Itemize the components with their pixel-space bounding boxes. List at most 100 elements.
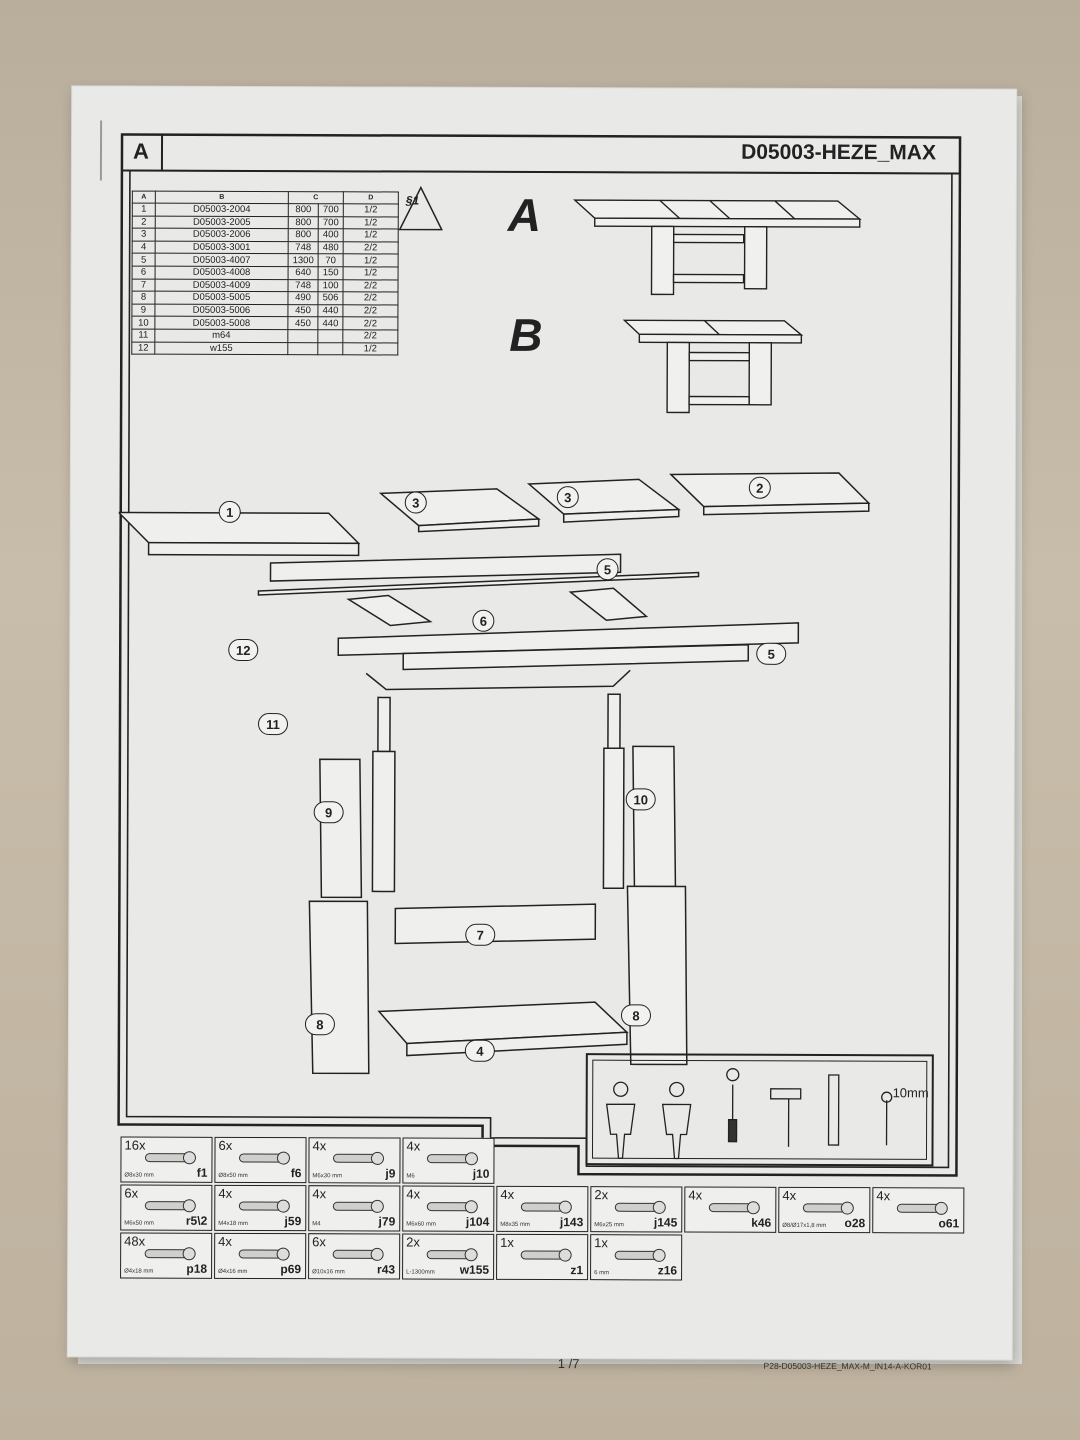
hardware-qty: 16x — [124, 1137, 146, 1153]
warning-triangle — [398, 185, 443, 231]
parts-table-cell: 2/2 — [342, 304, 398, 318]
part-number-callout: 11 — [257, 713, 289, 736]
parts-table-cell: 4 — [132, 240, 156, 254]
hardware-qty: 4x — [876, 1188, 891, 1204]
parts-table-cell: 640 — [288, 266, 319, 280]
parts-table-cell: 2/2 — [343, 241, 399, 255]
hardware-code: w155 — [459, 1262, 490, 1277]
parts-table-cell: 748 — [288, 241, 319, 255]
part-number-callout: 2 — [748, 476, 771, 499]
hardware-icon — [614, 1248, 666, 1262]
hardware-size: Ø8/Ø17x1,8 mm — [782, 1222, 827, 1229]
hardware-size: M6 — [406, 1173, 415, 1180]
parts-table-cell: 800 — [288, 216, 319, 229]
hardware-qty: 4x — [406, 1186, 421, 1202]
col-header: B — [155, 191, 289, 204]
hardware-icon — [238, 1199, 290, 1213]
col-header: C — [288, 191, 344, 204]
hardware-icon — [520, 1248, 572, 1262]
hardware-qty: 4x — [688, 1187, 703, 1203]
parts-table-cell: 800 — [288, 228, 319, 242]
hardware-code: j10 — [472, 1166, 490, 1181]
parts-table-cell: D05003-5005 — [154, 291, 289, 305]
part-number-callout: 8 — [304, 1013, 335, 1036]
parts-table-cell: 3 — [132, 228, 156, 241]
hardware-code: j79 — [378, 1214, 396, 1229]
hardware-qty: 2x — [594, 1187, 609, 1203]
hardware-size: M4x18 mm — [218, 1220, 248, 1227]
hardware-qty: 6x — [312, 1234, 326, 1250]
parts-table-header: A B C D — [132, 191, 399, 204]
page-number: 1 /7 — [557, 1356, 580, 1372]
parts-table-cell: 11 — [131, 329, 155, 342]
hardware-icon — [426, 1152, 478, 1166]
parts-table-cell: 700 — [318, 203, 344, 217]
part-number-callout: 3 — [556, 486, 579, 509]
warning-badge: §1 — [405, 193, 420, 208]
parts-table-cell: 400 — [318, 228, 344, 242]
parts-table-cell — [287, 342, 318, 355]
part-number-callout: 7 — [465, 923, 496, 946]
frame-border — [116, 133, 962, 1177]
part-number-callout: 6 — [472, 609, 495, 632]
exploded-view — [116, 472, 871, 1075]
hardware-qty: 4x — [406, 1138, 421, 1154]
hardware-icon — [332, 1151, 384, 1165]
parts-table-cell: 8 — [131, 291, 156, 304]
hardware-size: M6x25 mm — [594, 1222, 624, 1229]
parts-table-cell: 490 — [287, 291, 319, 305]
parts-table-cell: 2/2 — [343, 279, 399, 293]
hardware-size: M8x35 mm — [500, 1221, 530, 1228]
hardware-qty: 2x — [406, 1234, 420, 1250]
parts-table-cell: 1/2 — [342, 342, 398, 356]
hardware-code: f1 — [196, 1165, 208, 1180]
hardware-code: r43 — [377, 1262, 396, 1277]
parts-table-cell: 5 — [132, 253, 156, 267]
parts-table-cell: 2/2 — [342, 291, 399, 305]
document-title: D05003-HEZE_MAX — [741, 140, 937, 165]
hardware-size: Ø8x50 mm — [218, 1172, 248, 1179]
hardware-icon — [614, 1200, 666, 1214]
hardware-code: z1 — [570, 1263, 584, 1278]
parts-table-cell: D05003-3001 — [155, 240, 289, 254]
parts-table-cell: 450 — [287, 316, 319, 330]
parts-table-cell: m64 — [154, 329, 288, 343]
hardware-code: p18 — [186, 1261, 208, 1276]
hardware-size: M4 — [312, 1221, 321, 1228]
hardware-code: j59 — [284, 1214, 302, 1229]
part-number-callout: 10 — [625, 788, 656, 811]
parts-table-cell: D05003-5008 — [154, 316, 288, 330]
hardware-icon — [520, 1200, 572, 1214]
hardware-code: j143 — [559, 1215, 584, 1230]
part-number-callout: 5 — [756, 642, 787, 665]
parts-table-cell — [317, 329, 343, 343]
hardware-code: j145 — [653, 1215, 678, 1230]
hardware-qty: 4x — [312, 1186, 327, 1202]
hardware-code: k46 — [751, 1215, 772, 1230]
hardware-qty: 4x — [312, 1138, 327, 1154]
hardware-icon — [238, 1247, 290, 1261]
parts-table-cell: 1/2 — [343, 254, 399, 267]
parts-table-cell: 2/2 — [342, 317, 398, 330]
hardware-code: j104 — [465, 1214, 490, 1229]
hardware-qty: 1x — [594, 1235, 608, 1251]
parts-table-cell: 440 — [318, 304, 343, 318]
